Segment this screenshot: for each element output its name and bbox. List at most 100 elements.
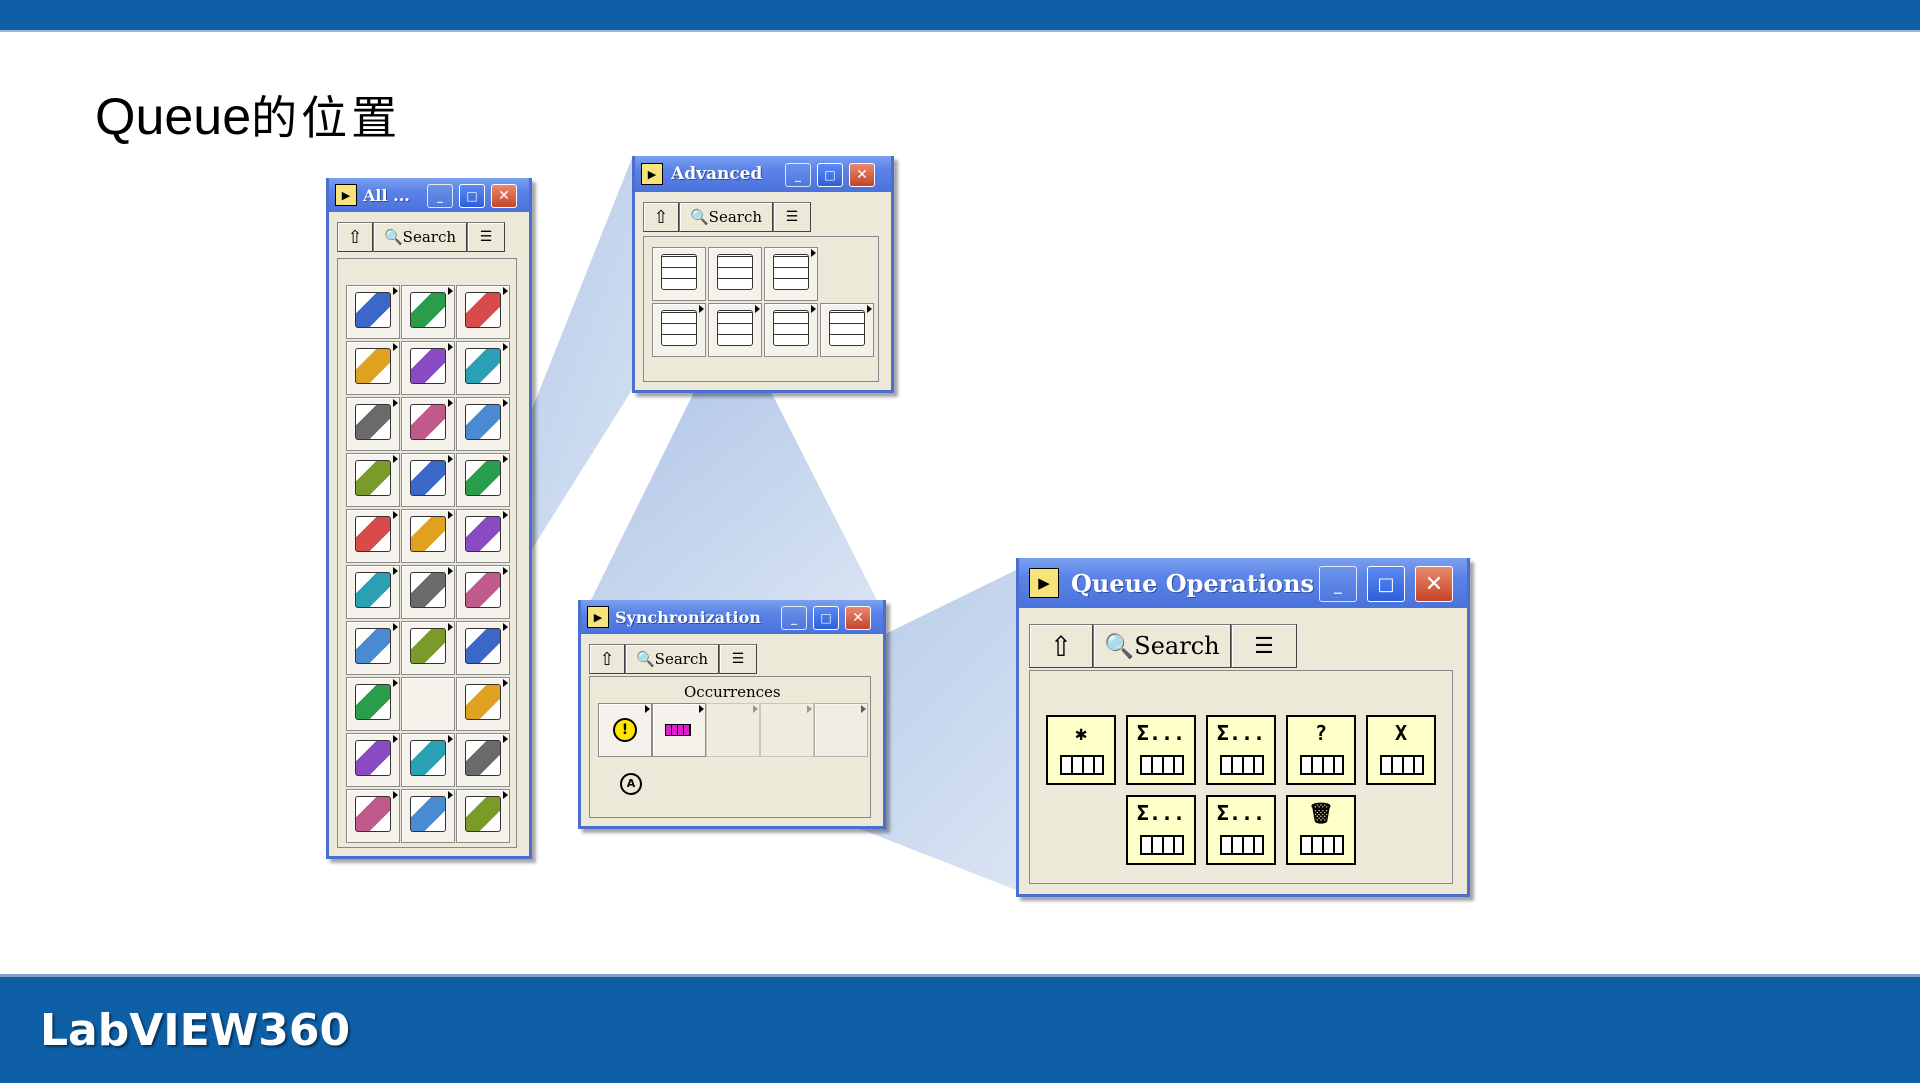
advanced-palette-cell[interactable] (820, 303, 874, 357)
minimize-button[interactable]: _ (427, 184, 453, 208)
palette-cell[interactable] (456, 733, 510, 787)
palette-cell[interactable] (346, 285, 400, 339)
palette-cell[interactable] (346, 733, 400, 787)
top-banner (0, 0, 1920, 32)
palette-function-icon (355, 292, 391, 328)
palette-function-icon (410, 348, 446, 384)
notifier-palette-cell[interactable]: ! (598, 703, 652, 757)
palette-cell[interactable] (456, 341, 510, 395)
advanced-palette-cell[interactable] (652, 303, 706, 357)
advanced-palette-grid (643, 236, 879, 382)
palette-cell[interactable] (456, 789, 510, 843)
slide-title: Queue的位置 (95, 82, 401, 148)
search-button[interactable]: 🔍Search (625, 644, 719, 674)
window-title: Synchronization (615, 607, 761, 627)
palette-cell[interactable] (401, 341, 455, 395)
palette-cell[interactable] (456, 565, 510, 619)
enqueue-element-icon[interactable]: Σ... (1126, 715, 1196, 785)
view-options-button[interactable]: ☰ (1231, 624, 1297, 668)
palette-cell[interactable] (346, 789, 400, 843)
minimize-button[interactable]: _ (781, 606, 807, 630)
palette-cell[interactable] (346, 565, 400, 619)
palette-cell[interactable] (456, 397, 510, 451)
advanced-palette-cell[interactable] (764, 247, 818, 301)
maximize-button[interactable]: □ (1367, 566, 1405, 602)
palette-cell[interactable] (346, 397, 400, 451)
palette-cell[interactable] (346, 453, 400, 507)
palette-function-icon (410, 460, 446, 496)
palette-cell[interactable] (456, 621, 510, 675)
occurrences-palette-cell[interactable] (814, 703, 868, 757)
search-button[interactable]: 🔍Search (679, 202, 773, 232)
synchronization-window[interactable]: ▶ Synchronization _ □ ✕ ⇧ 🔍Search ☰ Occu… (578, 600, 886, 829)
sync-palette-grid: Occurrences ! A (589, 676, 871, 818)
up-button[interactable]: ⇧ (643, 202, 679, 232)
palette-cell[interactable] (456, 453, 510, 507)
palette-cell[interactable] (401, 285, 455, 339)
advanced-palette-cell[interactable] (764, 303, 818, 357)
palette-cell[interactable] (456, 285, 510, 339)
close-button[interactable]: ✕ (849, 163, 875, 187)
occurrences-label: Occurrences (684, 683, 781, 701)
palette-cell[interactable] (401, 397, 455, 451)
view-options-button[interactable]: ☰ (773, 202, 811, 232)
palette-cell[interactable] (401, 677, 455, 731)
maximize-button[interactable]: □ (813, 606, 839, 630)
minimize-button[interactable]: _ (1319, 566, 1357, 602)
palette-cell[interactable] (401, 509, 455, 563)
first-call-icon[interactable]: A (620, 773, 642, 795)
maximize-button[interactable]: □ (459, 184, 485, 208)
palette-cell[interactable] (346, 677, 400, 731)
up-button[interactable]: ⇧ (1029, 624, 1093, 668)
get-queue-status-icon[interactable]: ? (1286, 715, 1356, 785)
view-options-button[interactable]: ☰ (719, 644, 757, 674)
advanced-palette-cell[interactable] (652, 247, 706, 301)
palette-cell[interactable] (456, 677, 510, 731)
palette-cell[interactable] (401, 453, 455, 507)
palette-cell[interactable] (401, 565, 455, 619)
window-title: Advanced (671, 164, 763, 184)
palette-cell[interactable] (401, 621, 455, 675)
advanced-window[interactable]: ▶ Advanced _ □ ✕ ⇧ 🔍Search ☰ (632, 156, 894, 393)
release-queue-icon[interactable]: X (1366, 715, 1436, 785)
synchronization-palette-cell[interactable] (708, 303, 762, 357)
palette-function-icon (465, 628, 501, 664)
palette-cell[interactable] (401, 733, 455, 787)
palette-function-icon (410, 740, 446, 776)
palette-cell[interactable] (346, 341, 400, 395)
search-label: Search (1134, 632, 1220, 660)
search-button[interactable]: 🔍Search (373, 222, 467, 252)
maximize-button[interactable]: □ (817, 163, 843, 187)
close-button[interactable]: ✕ (1415, 566, 1453, 602)
search-button[interactable]: 🔍Search (1093, 624, 1231, 668)
palette-function-icon (355, 516, 391, 552)
minimize-button[interactable]: _ (785, 163, 811, 187)
close-button[interactable]: ✕ (491, 184, 517, 208)
close-button[interactable]: ✕ (845, 606, 871, 630)
all-functions-window[interactable]: ▶ All ... _ □ ✕ ⇧ 🔍Search ☰ (326, 178, 532, 859)
search-icon: 🔍 (689, 208, 709, 226)
view-options-button[interactable]: ☰ (467, 222, 505, 252)
queue-operations-palette-cell[interactable] (652, 703, 706, 757)
advanced-palette-cell[interactable] (708, 247, 762, 301)
rendezvous-palette-cell[interactable] (760, 703, 814, 757)
palette-cell[interactable] (456, 509, 510, 563)
flush-queue-icon[interactable]: 🗑 (1286, 795, 1356, 865)
preview-queue-element-icon[interactable]: Σ... (1206, 795, 1276, 865)
dequeue-element-icon[interactable]: Σ... (1206, 715, 1276, 785)
semaphore-palette-cell[interactable] (706, 703, 760, 757)
palette-function-icon (410, 628, 446, 664)
labview-logo-icon: ▶ (587, 606, 609, 628)
brand-logo: LabVIEW360 (40, 1005, 351, 1056)
obtain-queue-icon[interactable]: ✱ (1046, 715, 1116, 785)
up-button[interactable]: ⇧ (337, 222, 373, 252)
palette-cell[interactable] (346, 621, 400, 675)
enqueue-at-opposite-end-icon[interactable]: Σ... (1126, 795, 1196, 865)
palette-cell[interactable] (346, 509, 400, 563)
up-button[interactable]: ⇧ (589, 644, 625, 674)
window-title: All ... (363, 185, 410, 205)
palette-cell[interactable] (401, 789, 455, 843)
labview-logo-icon: ▶ (335, 184, 357, 206)
queue-operations-window[interactable]: ▶ Queue Operations _ □ ✕ ⇧ 🔍Search ☰ ✱Σ.… (1016, 558, 1470, 897)
